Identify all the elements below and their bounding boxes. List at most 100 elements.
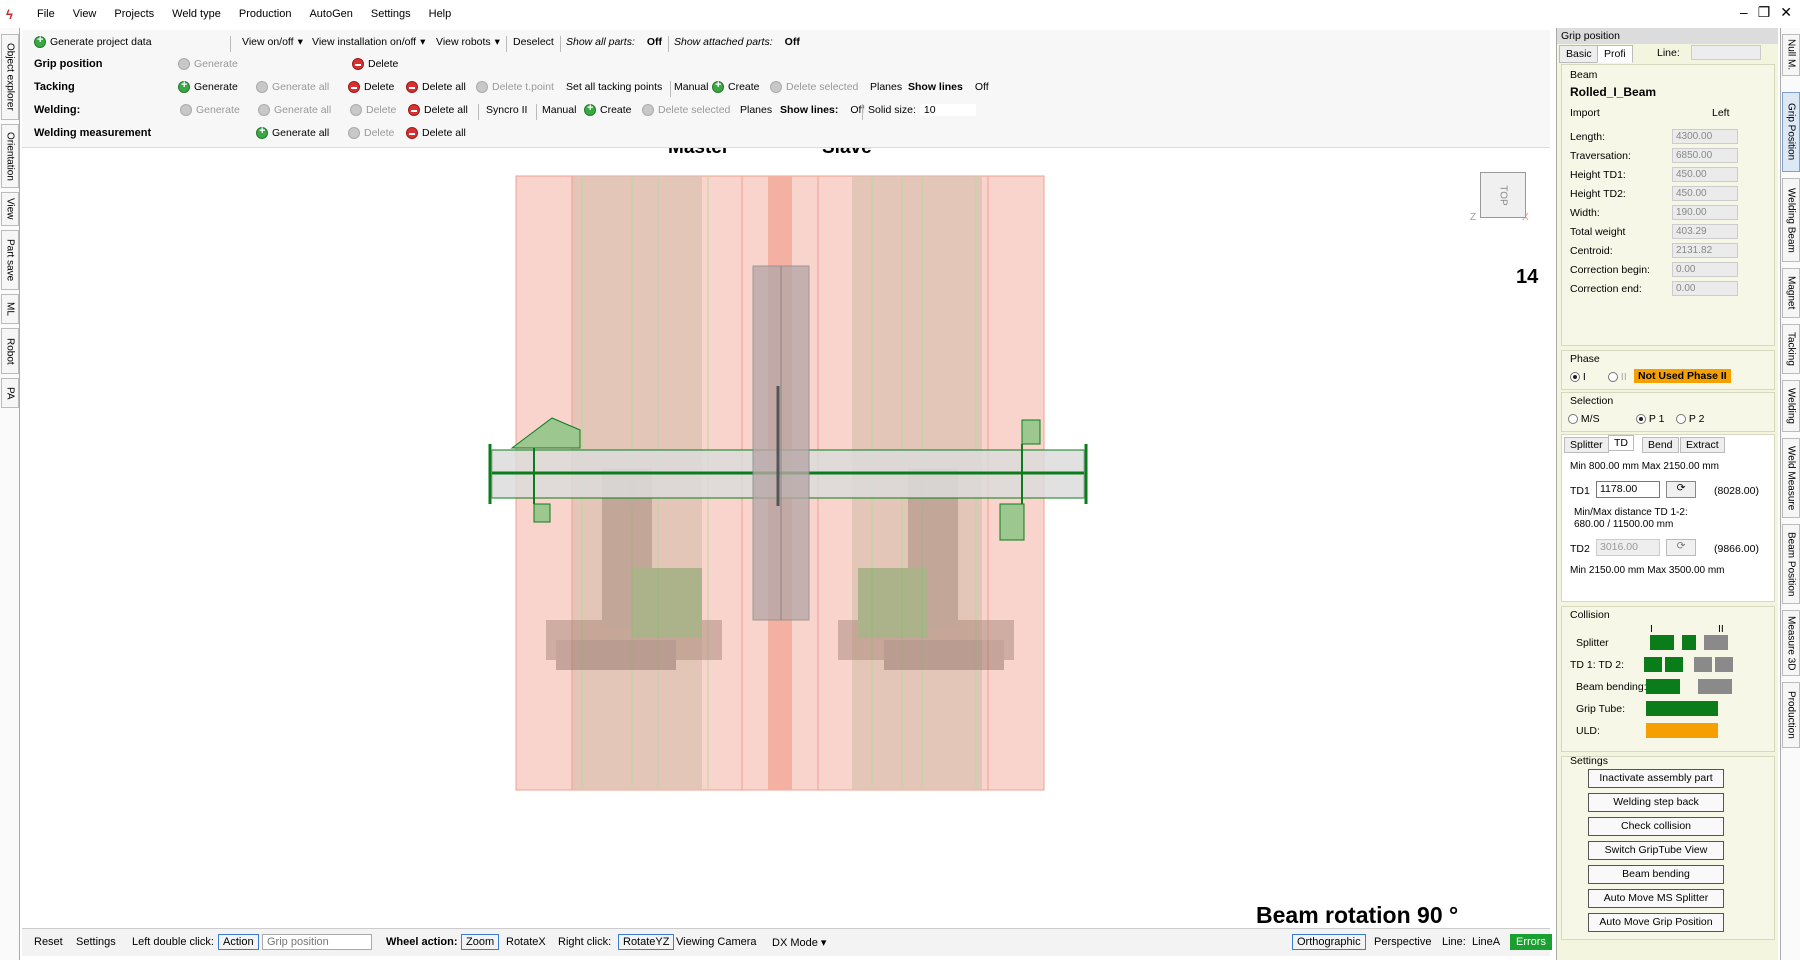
reset-button[interactable]: Reset [34, 936, 63, 948]
rotateyz-button[interactable]: RotateYZ [618, 934, 675, 950]
tab-splitter[interactable]: Splitter [1564, 437, 1609, 453]
orthographic-button[interactable]: Orthographic [1292, 934, 1366, 950]
welding-delete-button[interactable]: Delete [350, 104, 396, 116]
td2-refresh-icon[interactable]: ⟳ [1666, 539, 1696, 556]
tab-beam-position[interactable]: Beam Position [1782, 524, 1800, 604]
left-assembly-part[interactable] [510, 417, 581, 449]
grip-delete-button[interactable]: Delete [352, 58, 398, 70]
welding-manual-button[interactable]: Manual [542, 104, 576, 116]
errors-indicator[interactable]: Errors [1510, 934, 1552, 950]
tacking-generate-button[interactable]: Generate [178, 79, 238, 93]
syncro-ii-button[interactable]: Syncro II [486, 104, 527, 116]
right-assembly-part[interactable] [1021, 419, 1041, 445]
tab-part-save[interactable]: Part save [1, 230, 19, 290]
welding-step-back-button[interactable]: Welding step back [1588, 793, 1724, 812]
menu-autogen[interactable]: AutoGen [309, 8, 353, 20]
welding-delete-all-button[interactable]: Delete all [408, 104, 468, 116]
welding-generate-button[interactable]: Generate [180, 104, 240, 116]
menu-view[interactable]: View [72, 8, 97, 20]
minimize-icon[interactable]: – [1739, 4, 1748, 20]
tab-view[interactable]: View [1, 192, 19, 226]
menu-help[interactable]: Help [428, 8, 452, 20]
view-onoff-dropdown[interactable]: View on/off▾ [242, 36, 303, 48]
tab-tacking[interactable]: Tacking [1782, 324, 1800, 374]
selection-p1-radio[interactable]: P 1 [1636, 413, 1665, 425]
3d-viewport[interactable]: Master Slave Y X Z [22, 148, 1550, 914]
welding-generate-all-button[interactable]: Generate all [258, 104, 331, 116]
welding-planes-button[interactable]: Planes [740, 104, 772, 116]
tab-null-m[interactable]: Null M. [1782, 34, 1800, 76]
tacking-delete-button[interactable]: Delete [348, 81, 394, 93]
measurement-delete-button[interactable]: Delete [348, 127, 394, 139]
measurement-delete-all-button[interactable]: Delete all [406, 127, 466, 139]
line-field-input[interactable] [1691, 45, 1761, 60]
beam-bending-button[interactable]: Beam bending [1588, 865, 1724, 884]
tab-bend[interactable]: Bend [1642, 437, 1679, 453]
restore-icon[interactable]: ❐ [1757, 4, 1771, 20]
auto-move-grip-position-button[interactable]: Auto Move Grip Position [1588, 913, 1724, 932]
tab-basic[interactable]: Basic [1559, 45, 1599, 63]
solid-size-field[interactable]: Solid size:10 [868, 104, 976, 116]
td1-refresh-icon[interactable]: ⟳ [1666, 481, 1696, 498]
tab-td[interactable]: TD [1608, 435, 1634, 451]
phase-ii-radio[interactable]: II [1608, 371, 1627, 383]
tab-robot[interactable]: Robot [1, 328, 19, 374]
dx-mode-dropdown[interactable]: DX Mode ▾ [772, 936, 826, 949]
tacking-delete-selected-button[interactable]: Delete selected [770, 81, 858, 93]
grip-generate-button[interactable]: Generate [178, 58, 238, 70]
menu-file[interactable]: File [37, 8, 55, 20]
action-button[interactable]: Action [218, 934, 259, 950]
tab-ml[interactable]: ML [1, 294, 19, 324]
solid-size-input[interactable]: 10 [919, 104, 976, 116]
menu-projects[interactable]: Projects [114, 8, 155, 20]
right-grip-block[interactable] [999, 503, 1025, 541]
inactivate-assembly-button[interactable]: Inactivate assembly part [1588, 769, 1724, 788]
view-installation-dropdown[interactable]: View installation on/off▾ [312, 36, 425, 48]
switch-griptube-view-button[interactable]: Switch GripTube View [1588, 841, 1724, 860]
tab-magnet[interactable]: Magnet [1782, 268, 1800, 318]
tacking-generate-all-button[interactable]: Generate all [256, 81, 329, 93]
tacking-planes-button[interactable]: Planes [870, 81, 902, 93]
tab-object-explorer[interactable]: Object explorer [1, 34, 19, 120]
tacking-delete-all-button[interactable]: Delete all [406, 81, 466, 93]
tab-welding-beam[interactable]: Welding Beam [1782, 178, 1800, 262]
check-collision-button[interactable]: Check collision [1588, 817, 1724, 836]
tacking-delete-tpoint-button[interactable]: Delete t.point [476, 81, 554, 93]
phase-i-radio[interactable]: I [1570, 371, 1586, 383]
selection-ms-radio[interactable]: M/S [1568, 413, 1600, 425]
tab-pa[interactable]: PA [1, 378, 19, 408]
menu-settings[interactable]: Settings [370, 8, 411, 20]
deselect-button[interactable]: Deselect [513, 36, 554, 48]
show-attached-parts-toggle[interactable]: Show attached parts:Off [674, 36, 800, 48]
tab-measure-3d[interactable]: Measure 3D [1782, 610, 1800, 676]
tab-grip-position[interactable]: Grip Position [1782, 92, 1800, 172]
tab-profi[interactable]: Profi [1597, 45, 1633, 63]
settings-button[interactable]: Settings [76, 936, 116, 948]
menu-production[interactable]: Production [238, 8, 292, 20]
grip-position-combo[interactable]: Grip position [262, 934, 372, 950]
welding-show-lines-toggle[interactable]: Show lines:Off [780, 104, 864, 116]
tacking-create-button[interactable]: Create [712, 79, 760, 93]
welding-delete-selected-button[interactable]: Delete selected [642, 104, 730, 116]
left-grip-block[interactable] [533, 503, 551, 523]
view-cube[interactable]: TOP [1480, 172, 1526, 218]
view-robots-dropdown[interactable]: View robots▾ [436, 36, 500, 48]
measurement-generate-all-button[interactable]: Generate all [256, 125, 329, 139]
set-all-tacking-button[interactable]: Set all tacking points [566, 81, 662, 93]
auto-move-ms-splitter-button[interactable]: Auto Move MS Splitter [1588, 889, 1724, 908]
selection-p2-radio[interactable]: P 2 [1676, 413, 1705, 425]
tab-orientation[interactable]: Orientation [1, 124, 19, 188]
viewing-camera-button[interactable]: Viewing Camera [676, 936, 757, 948]
close-icon[interactable]: ✕ [1780, 4, 1792, 20]
tab-extract[interactable]: Extract [1680, 437, 1725, 453]
menu-weld-type[interactable]: Weld type [172, 8, 221, 20]
tab-weld-measure[interactable]: Weld Measure [1782, 438, 1800, 518]
perspective-button[interactable]: Perspective [1374, 936, 1432, 948]
generate-project-button[interactable]: Generate project data [34, 34, 152, 48]
tab-production[interactable]: Production [1782, 682, 1800, 748]
td1-input[interactable]: 1178.00 [1596, 481, 1660, 498]
tab-welding[interactable]: Welding [1782, 380, 1800, 432]
zoom-button[interactable]: Zoom [461, 934, 500, 950]
tacking-manual-button[interactable]: Manual [674, 81, 708, 93]
